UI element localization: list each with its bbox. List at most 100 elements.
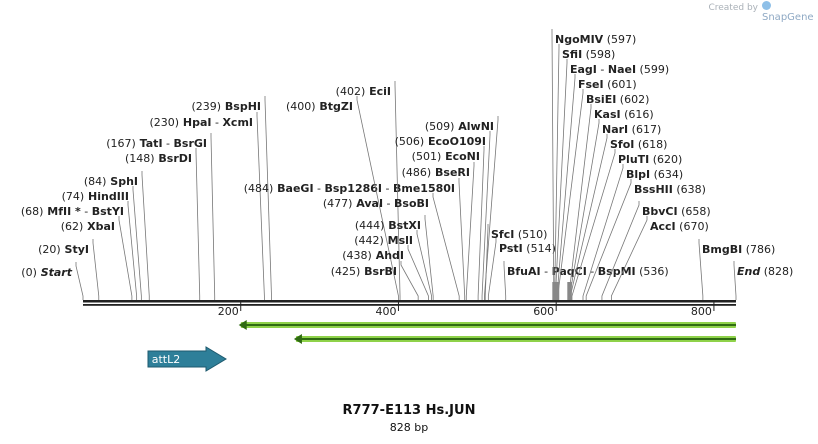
site-label: (506) EcoO109I xyxy=(395,135,486,148)
site-label: (425) BsrBI xyxy=(331,265,397,278)
site-label-part: BstXI xyxy=(384,219,421,232)
site-connector xyxy=(551,29,555,300)
site-label: (167) TatI - BsrGI xyxy=(106,137,207,150)
site-label-part: Bme1580I xyxy=(393,182,455,195)
axis-tick-label: 400 xyxy=(375,305,396,318)
site-label: (477) AvaI - BsoBI xyxy=(323,197,429,210)
site-label-part: - xyxy=(211,116,222,129)
site-label: PstI (514) xyxy=(499,242,556,255)
site-label-part: (597) xyxy=(603,33,636,46)
site-label-part: AhdI xyxy=(372,249,404,262)
site-label-part: (617) xyxy=(628,123,661,136)
site-connector xyxy=(118,216,133,300)
site-label-part: NaeI xyxy=(608,63,636,76)
axis-tick-label: 200 xyxy=(218,305,239,318)
site-label-part: - xyxy=(382,182,393,195)
site-label-part: HindIII xyxy=(84,190,129,203)
site-label-part: (506) xyxy=(395,135,425,148)
snapgene-brand[interactable]: SnapGene xyxy=(762,1,818,23)
site-label-part: - xyxy=(314,182,325,195)
site-label-part: EagI xyxy=(570,63,597,76)
site-connector xyxy=(432,193,460,300)
site-connector xyxy=(127,201,138,300)
site-label-part: (148) xyxy=(125,152,155,165)
site-connector xyxy=(585,179,632,300)
site-label-part: (616) xyxy=(621,108,654,121)
site-label-part: (442) xyxy=(354,234,384,247)
site-label: SfcI (510) xyxy=(491,228,547,241)
site-label: (0) Start xyxy=(21,266,72,279)
site-label-part: (828) xyxy=(760,265,793,278)
snapgene-logo-icon xyxy=(762,1,771,10)
site-label-part: (501) xyxy=(412,150,442,163)
site-label-part: BstYI xyxy=(92,205,124,218)
backbone-bottom xyxy=(83,304,736,306)
site-label-part: (84) xyxy=(84,175,107,188)
site-label: (509) AlwNI xyxy=(425,120,494,133)
site-connector xyxy=(256,112,265,300)
site-label-part: (230) xyxy=(149,116,179,129)
site-label: (20) StyI xyxy=(38,243,89,256)
site-label-part: (599) xyxy=(636,63,669,76)
site-label-part: (786) xyxy=(742,243,775,256)
site-label-part: - xyxy=(383,197,394,210)
site-label-part: (425) xyxy=(331,265,361,278)
site-label-part: NarI xyxy=(602,123,628,136)
backbone-top xyxy=(83,300,736,303)
site-connector xyxy=(601,201,640,300)
site-label-part: (510) xyxy=(514,228,547,241)
site-label: (74) HindIII xyxy=(62,190,129,203)
site-label-part: (62) xyxy=(61,220,84,233)
site-label-part: SfiI xyxy=(562,48,582,61)
dense-site-marker xyxy=(568,282,572,300)
site-label: BmgBI (786) xyxy=(702,243,775,256)
site-label: (84) SphI xyxy=(84,175,138,188)
site-label-part: (239) xyxy=(191,100,221,113)
site-connector xyxy=(356,96,399,300)
site-connector xyxy=(733,261,737,300)
site-label: BlpI (634) xyxy=(626,168,683,181)
site-label-part: - xyxy=(163,137,174,150)
site-connector xyxy=(465,162,475,300)
site-connector xyxy=(195,148,201,300)
dense-site-marker xyxy=(567,282,571,300)
site-label-part: (20) xyxy=(38,243,61,256)
site-label: (438) AhdI xyxy=(342,249,404,262)
site-label-part: XbaI xyxy=(83,220,115,233)
site-connector xyxy=(698,239,704,300)
site-label-part: (514) xyxy=(523,242,556,255)
site-label-part: NgoMIV xyxy=(555,33,604,46)
site-label-part: (601) xyxy=(604,78,637,91)
site-connector xyxy=(554,59,568,300)
site-connector xyxy=(477,146,485,300)
site-label-part: AccI xyxy=(650,220,676,233)
site-label: NarI (617) xyxy=(602,123,661,136)
site-connector xyxy=(407,245,429,300)
site-label-part: BsoBI xyxy=(394,197,429,210)
site-label-part: (167) xyxy=(106,137,136,150)
site-label-part: BtgZI xyxy=(316,100,353,113)
site-label-part: HpaI xyxy=(179,116,211,129)
site-label-part: AvaI xyxy=(352,197,383,210)
site-connector xyxy=(394,81,401,300)
site-label: (400) BtgZI xyxy=(286,100,353,113)
site-label-part: BspHI xyxy=(221,100,261,113)
site-label-part: (618) xyxy=(634,138,667,151)
site-connector xyxy=(400,261,419,300)
site-connector xyxy=(132,186,142,300)
site-label: PluTI (620) xyxy=(618,153,682,166)
site-label-part: (400) xyxy=(286,100,316,113)
site-label: (442) MslI xyxy=(354,234,413,247)
site-label-part: BbvCI xyxy=(642,205,678,218)
site-connector xyxy=(264,96,272,300)
site-connector xyxy=(571,149,616,300)
feature-attl2-arrow xyxy=(147,346,227,372)
dense-site-marker xyxy=(552,282,556,300)
site-label-part: (658) xyxy=(678,205,711,218)
site-label-part: BaeGI xyxy=(273,182,313,195)
site-connector xyxy=(484,116,499,300)
site-connector xyxy=(424,215,434,300)
axis-tick-label: 800 xyxy=(691,305,712,318)
site-label-part: KasI xyxy=(594,108,621,121)
site-label-part: (484) xyxy=(244,182,274,195)
